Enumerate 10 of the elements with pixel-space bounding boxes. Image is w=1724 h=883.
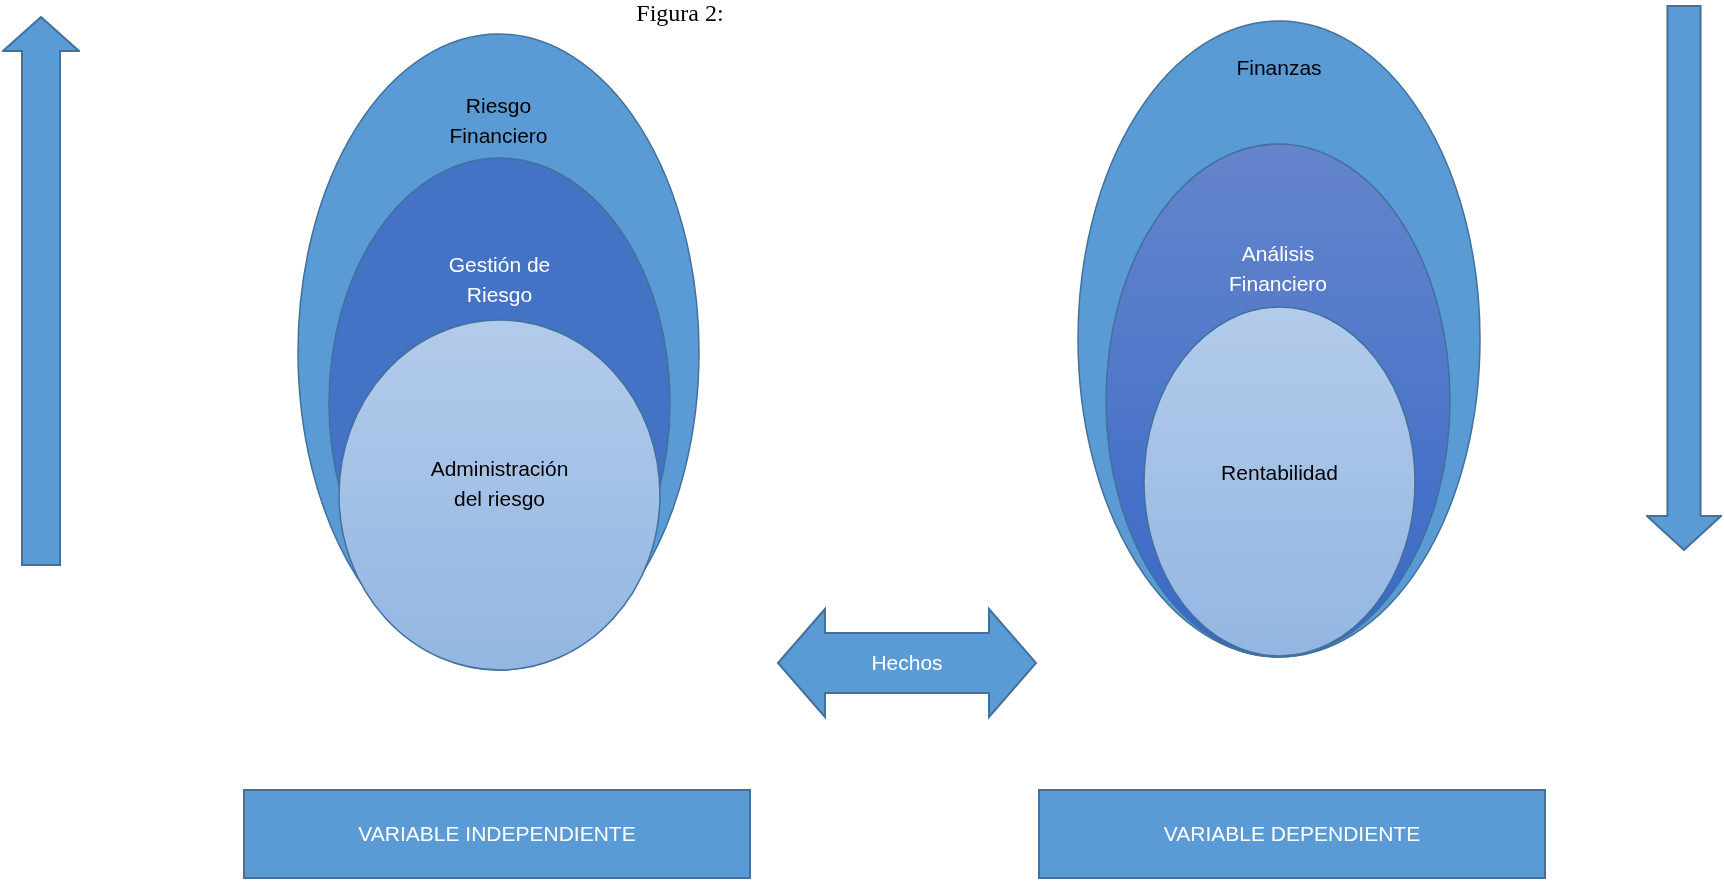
oval-label: Análisis Financiero <box>1227 240 1329 297</box>
oval-label: Riesgo Financiero <box>448 92 549 149</box>
figure-title: Figura 2: <box>635 0 725 27</box>
oval-label: Administración del riesgo <box>429 455 570 512</box>
oval-label: Finanzas <box>1235 54 1323 81</box>
oval-label: Rentabilidad <box>1220 459 1339 486</box>
oval-label: Gestión de Riesgo <box>447 251 552 308</box>
variable-box: VARIABLE DEPENDIENTE <box>1038 789 1546 879</box>
arrow-label: Hechos <box>870 649 944 676</box>
variable-box: VARIABLE INDEPENDIENTE <box>243 789 751 879</box>
